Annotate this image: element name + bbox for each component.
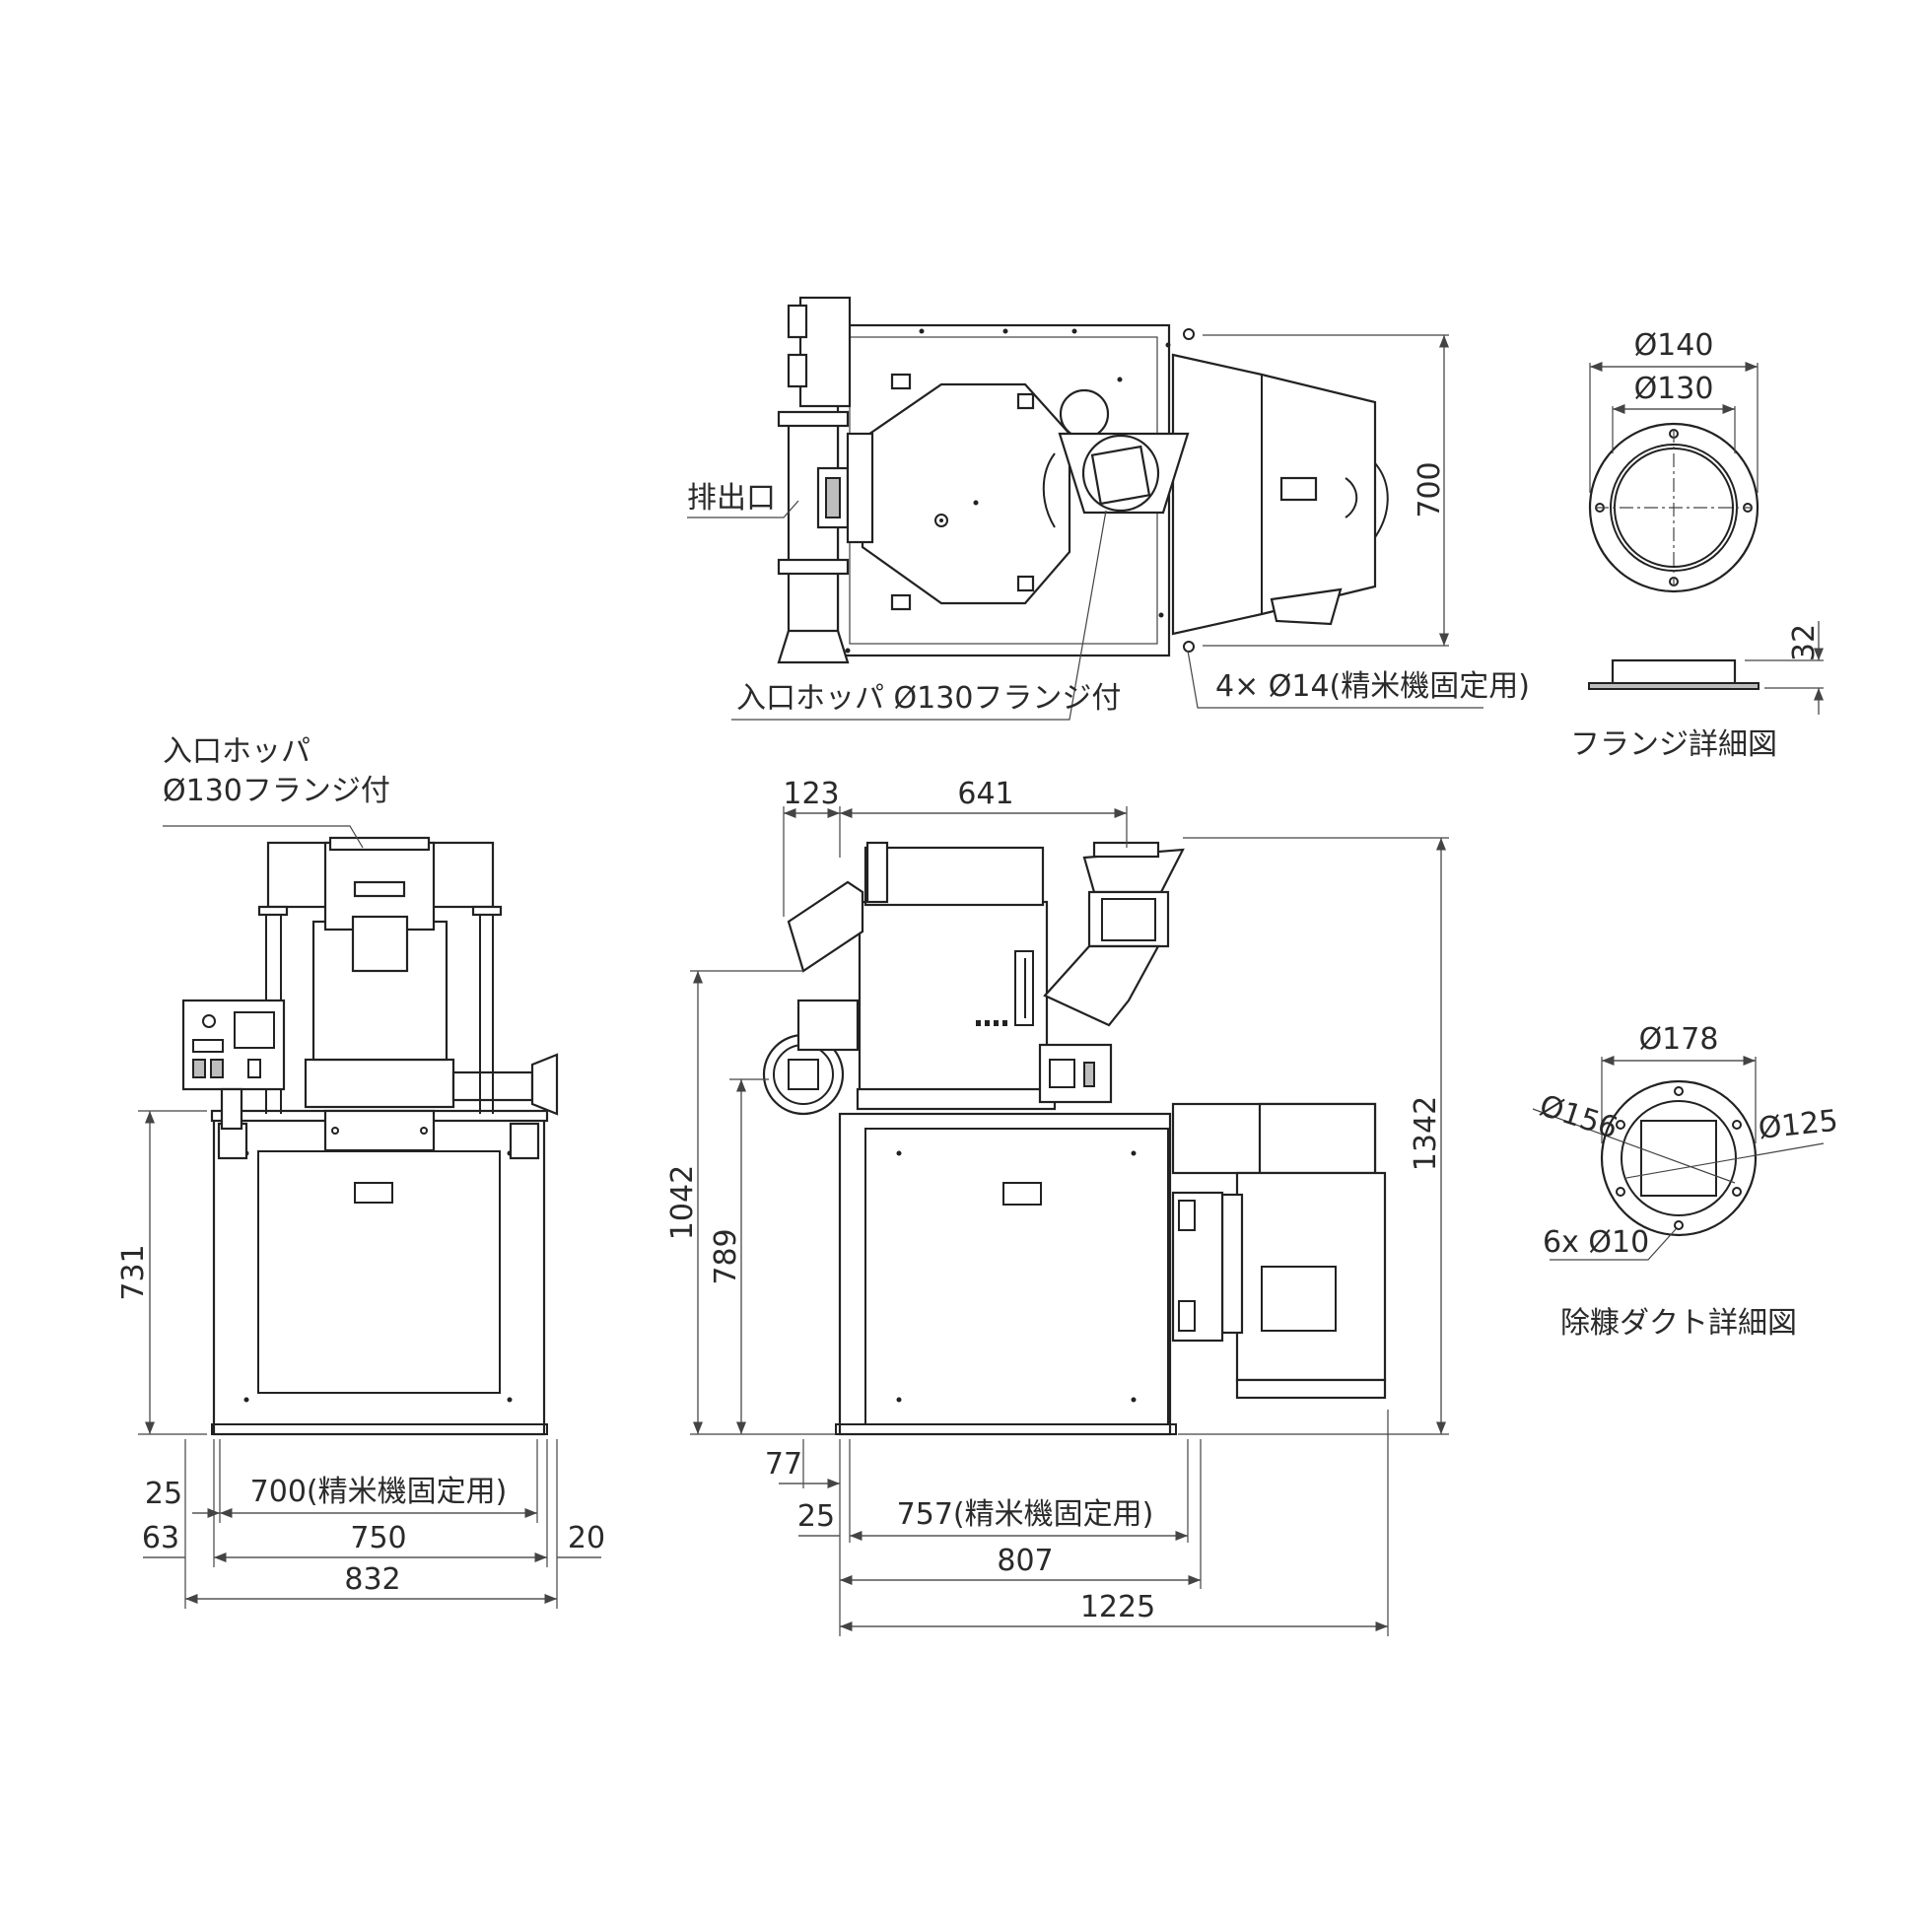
- dim-front-63: 63: [142, 1521, 179, 1555]
- polisher-body: [858, 900, 1049, 1096]
- dim-front-25: 25: [145, 1477, 182, 1511]
- duct-outer-circle: [1600, 1079, 1758, 1237]
- dim-side-789: 789: [709, 1228, 743, 1284]
- dim-duct-125: Ø125: [1757, 1104, 1839, 1146]
- control-box-top: [798, 296, 852, 408]
- fixing-hole: [1183, 328, 1195, 340]
- dim-duct-178: Ø178: [1639, 1022, 1719, 1057]
- dim-duct-holes: 6x Ø10: [1543, 1225, 1649, 1260]
- fixing-hole: [1183, 641, 1195, 653]
- polishing-drum: [861, 382, 1071, 605]
- dim-front-750: 750: [350, 1521, 406, 1555]
- front-cabinet: [212, 1117, 546, 1436]
- dim-top-700: 700: [1413, 461, 1447, 518]
- dim-side-757: 757(精米機固定用): [897, 1497, 1154, 1532]
- front-view: 入口ホッパ Ø130フランジ付 731 25 700(精米機固定用) 63 75…: [116, 734, 605, 1609]
- flange-detail: Ø140 Ø130 32 フランジ詳細図: [1570, 328, 1825, 762]
- flange-detail-title: フランジ詳細図: [1570, 727, 1777, 762]
- label-hopper-front-2: Ø130フランジ付: [163, 774, 390, 808]
- dim-side-641: 641: [957, 777, 1013, 811]
- dim-side-123: 123: [783, 777, 839, 811]
- dim-flange-32: 32: [1787, 624, 1822, 661]
- dim-side-25: 25: [797, 1499, 835, 1534]
- dim-side-1042: 1042: [665, 1165, 700, 1240]
- dim-side-1225: 1225: [1080, 1590, 1155, 1624]
- dim-side-807: 807: [997, 1544, 1053, 1578]
- duct-detail: Ø178 Ø156 Ø125 6x Ø10 除糠ダクト詳細図: [1532, 1022, 1839, 1341]
- duct-detail-title: 除糠ダクト詳細図: [1560, 1306, 1797, 1341]
- top-view: 排出口 入口ホッパ Ø130フランジ付 4× Ø14(精米機固定用) 700: [687, 296, 1530, 721]
- dim-front-20: 20: [568, 1521, 605, 1555]
- dim-front-700: 700(精米機固定用): [250, 1475, 508, 1509]
- label-fixing-holes: 4× Ø14(精米機固定用): [1215, 669, 1530, 704]
- dim-front-832: 832: [344, 1562, 400, 1597]
- dim-side-1342: 1342: [1409, 1096, 1443, 1171]
- dim-side-77: 77: [765, 1447, 802, 1482]
- label-outlet: 排出口: [687, 481, 776, 516]
- dim-flange-130: Ø130: [1634, 372, 1714, 406]
- dim-duct-156: Ø156: [1536, 1088, 1622, 1145]
- motor: [1235, 1171, 1387, 1382]
- outlet-chute: [787, 417, 840, 643]
- side-view: 123 641 1342 1042 789 77 25 757(精米機固定用): [665, 777, 1449, 1636]
- dim-front-731: 731: [116, 1244, 151, 1300]
- dim-flange-140: Ø140: [1634, 328, 1714, 363]
- label-hopper-front-1: 入口ホッパ: [163, 734, 310, 769]
- label-hopper-top: 入口ホッパ Ø130フランジ付: [736, 681, 1121, 716]
- side-cabinet: [838, 1112, 1172, 1436]
- fan-shroud: [1171, 353, 1377, 636]
